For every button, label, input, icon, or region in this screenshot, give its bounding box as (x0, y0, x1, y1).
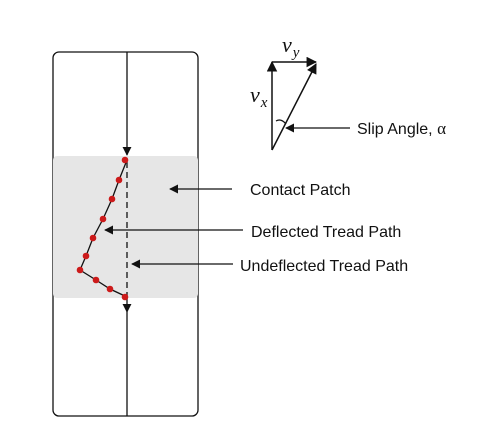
tread-point (76, 266, 84, 274)
contact-patch-label: Contact Patch (250, 182, 351, 199)
tread-point (99, 215, 107, 223)
tread-point (106, 285, 114, 293)
tread-point (108, 195, 116, 203)
tread-point (115, 176, 123, 184)
tread-point (121, 293, 129, 301)
tread-point (121, 156, 129, 164)
deflected-tread-path (79, 159, 128, 298)
vx-label: vx (250, 82, 268, 111)
resultant-velocity-arrow (271, 63, 317, 151)
tread-point (82, 252, 90, 260)
slip-angle-arc (275, 119, 287, 125)
undeflected-tread-path-label: Undeflected Tread Path (240, 258, 408, 275)
vy-label: vy (282, 32, 300, 61)
contact-patch (53, 156, 198, 298)
tread-point (89, 234, 97, 242)
slip-angle-label: Slip Angle, α (357, 119, 446, 138)
tread-point (92, 276, 100, 284)
deflected-tread-path-label: Deflected Tread Path (251, 224, 401, 241)
tread-points (76, 156, 129, 301)
